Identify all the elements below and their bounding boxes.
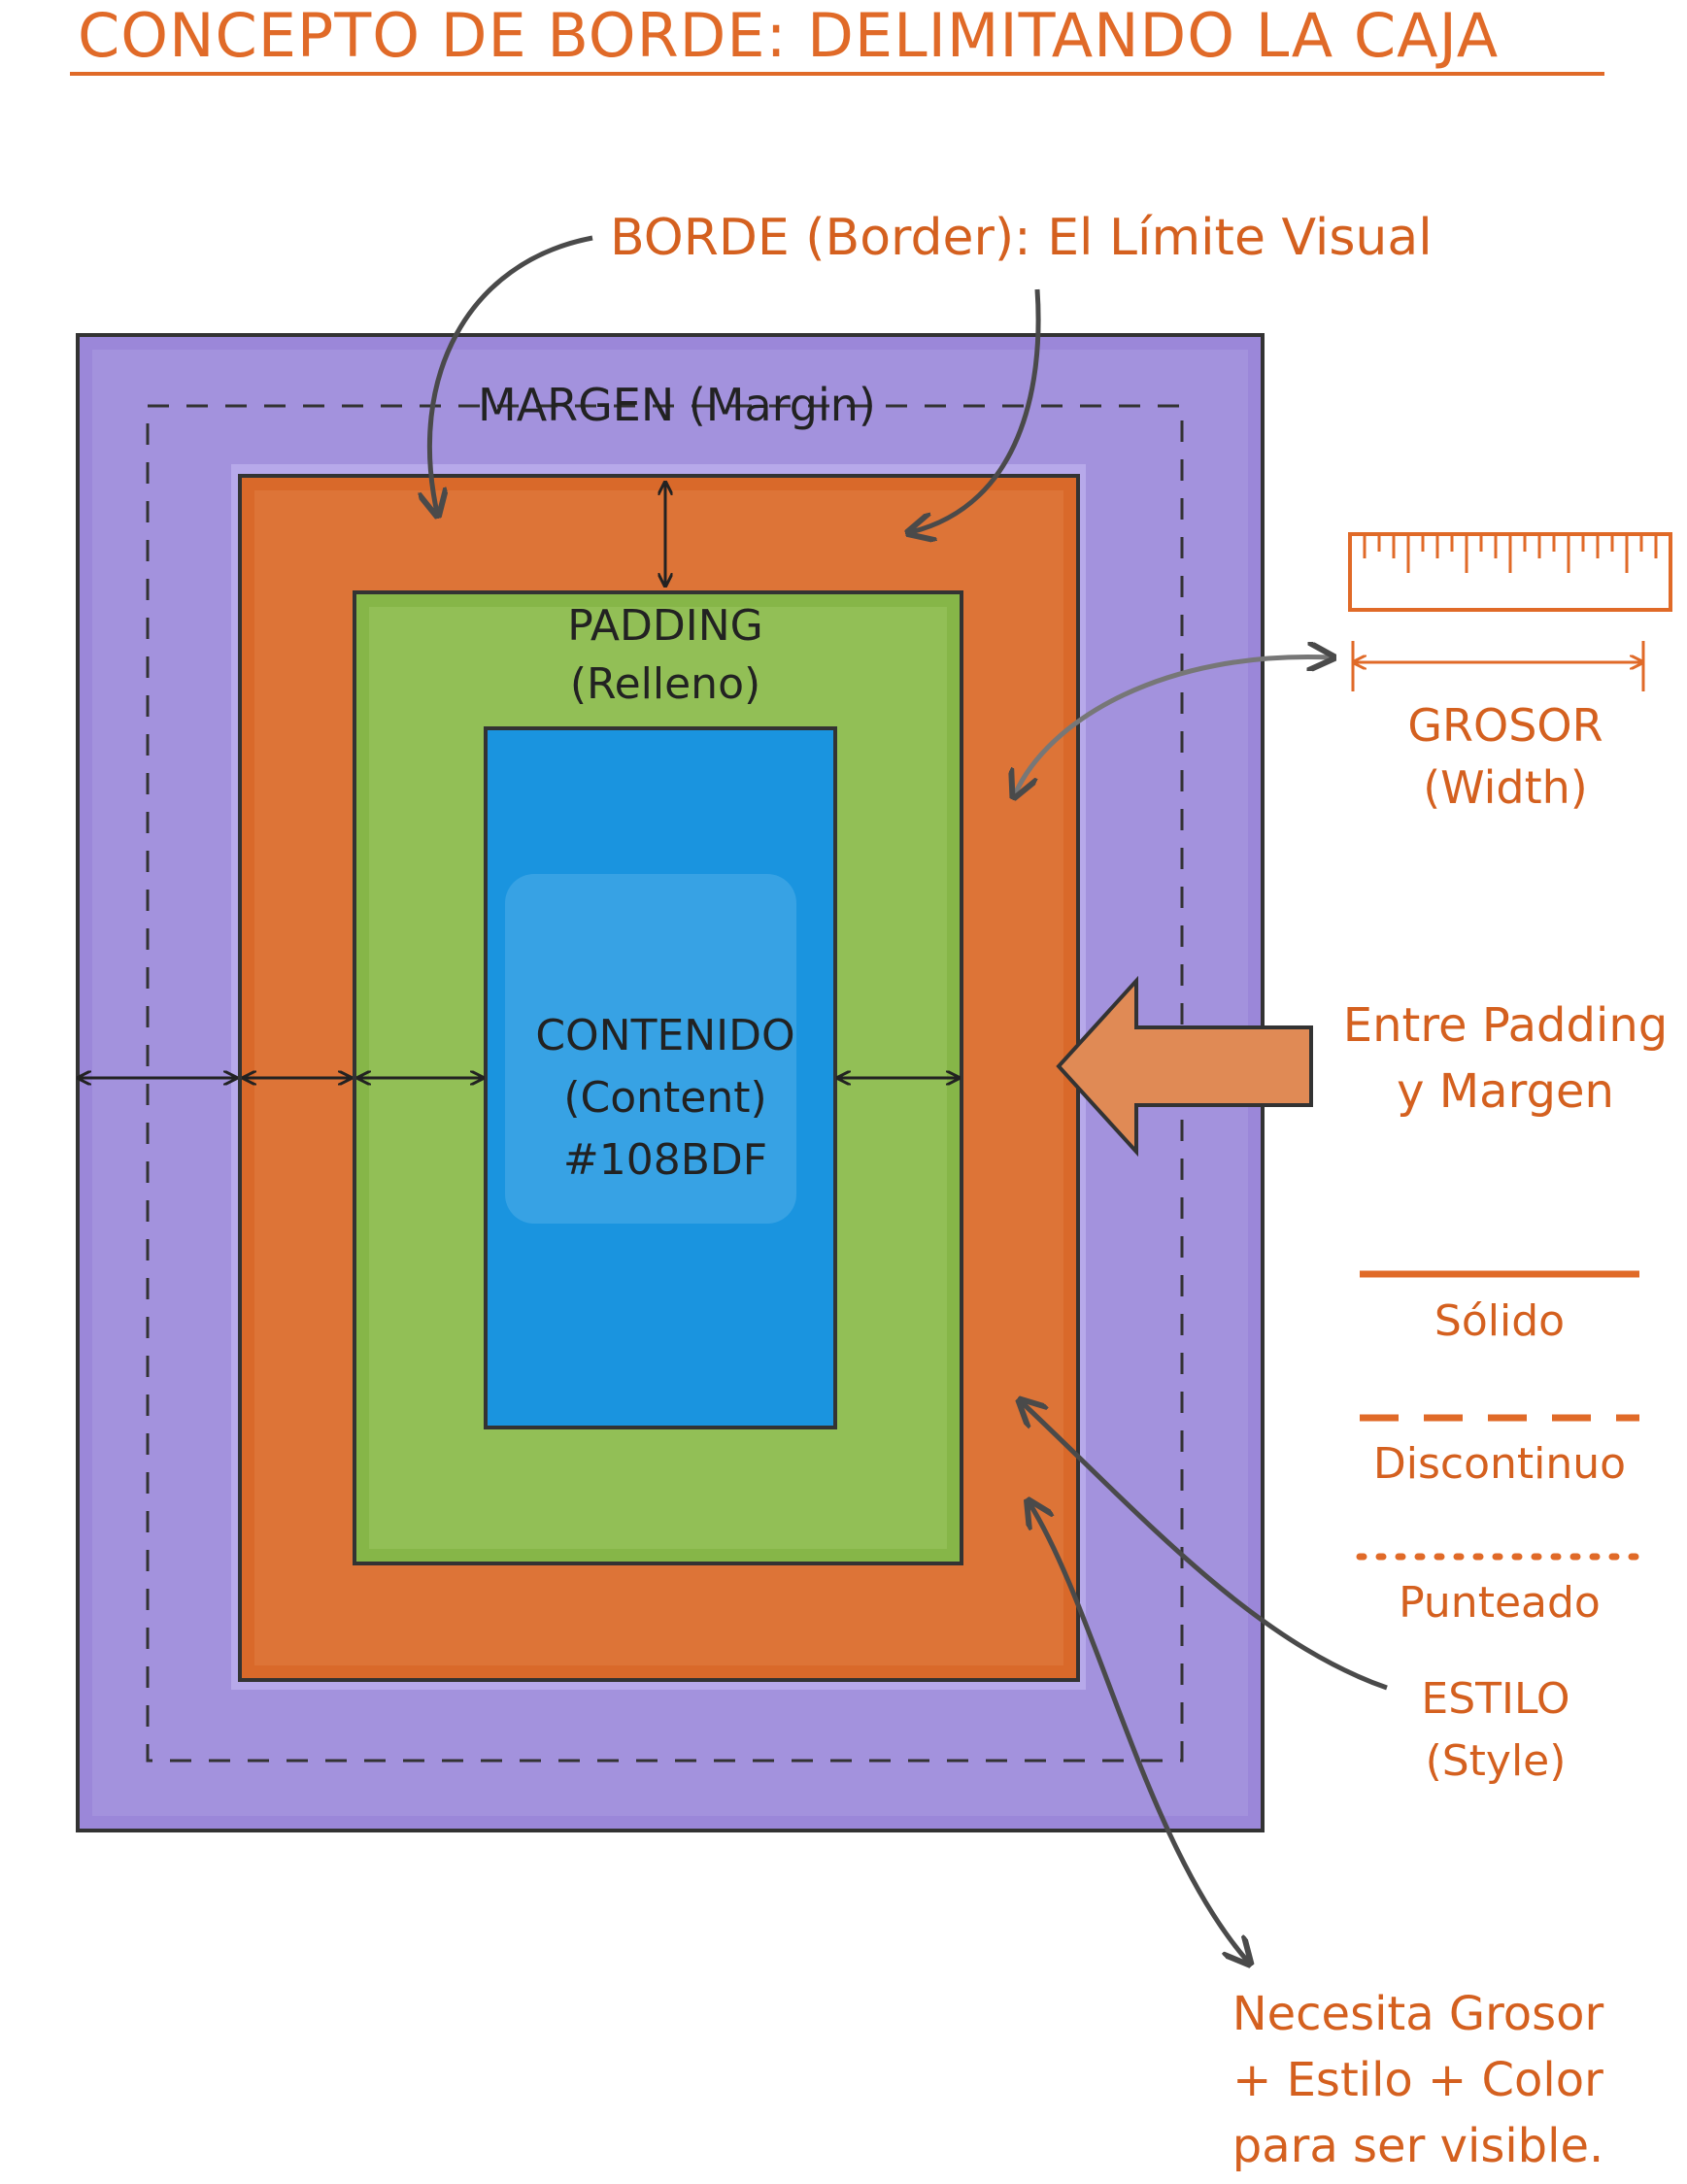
border-label: BORDE (Border): El Límite Visual	[610, 209, 1433, 267]
content-label: CONTENIDO (Content) #108BDF	[505, 1005, 826, 1192]
between-label-line1: Entre Padding	[1342, 998, 1669, 1053]
width-label-line1: GROSOR	[1407, 699, 1603, 752]
padding-label-line2: (Relleno)	[569, 659, 761, 709]
style-label: ESTILO (Style)	[1379, 1668, 1612, 1793]
between-label: Entre Padding y Margen	[1326, 992, 1685, 1125]
dashed-label: Discontinuo	[1372, 1439, 1627, 1489]
width-label-line2: (Width)	[1423, 761, 1588, 814]
between-label-line2: y Margen	[1397, 1064, 1614, 1119]
content-area	[484, 726, 837, 1429]
style-arrow-lower	[1029, 1503, 1248, 1962]
needs-label-line2: + Estilo + Color	[1232, 2053, 1603, 2107]
between-arrow-icon	[1056, 975, 1313, 1158]
needs-label-line3: para ser visible.	[1232, 2119, 1604, 2173]
padding-label-line1: PADDING	[567, 601, 763, 651]
title-underline	[70, 72, 1604, 76]
dotted-label: Punteado	[1399, 1578, 1601, 1628]
ruler-ticks	[1363, 534, 1658, 573]
content-label-line1: CONTENIDO	[535, 1011, 795, 1060]
diagram-title: CONCEPTO DE BORDE: DELIMITANDO LA CAJA	[78, 0, 1500, 71]
style-label-line2: (Style)	[1425, 1736, 1567, 1786]
content-label-line2: (Content)	[563, 1073, 767, 1123]
margin-label: MARGEN (Margin)	[478, 379, 876, 431]
padding-label: PADDING (Relleno)	[520, 597, 811, 714]
needs-label: Necesita Grosor + Estilo + Color para se…	[1199, 1981, 1636, 2179]
width-double-arrow	[1015, 657, 1331, 794]
border-label-arrow-left	[429, 235, 593, 513]
border-label-arrow-right	[911, 288, 1041, 532]
content-color-label: #108BDF	[562, 1135, 768, 1185]
width-label: GROSOR (Width)	[1379, 694, 1632, 819]
style-label-line1: ESTILO	[1421, 1674, 1570, 1724]
content-highlight	[505, 874, 796, 1224]
solid-label: Sólido	[1434, 1296, 1566, 1346]
needs-label-line1: Necesita Grosor	[1232, 1987, 1604, 2041]
